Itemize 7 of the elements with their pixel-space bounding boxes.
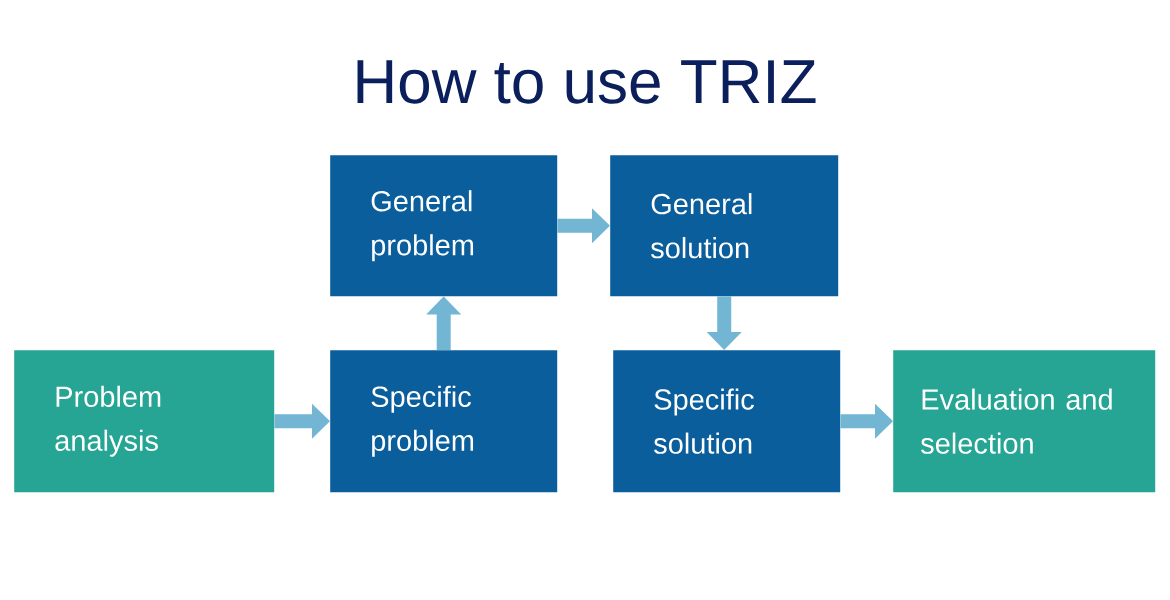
process-box: Problem analysis (14, 350, 275, 493)
title: How to use TRIZ (357, 60, 816, 104)
process-box: Specific problem (330, 350, 558, 493)
process-box: General problem (330, 155, 558, 297)
process-box: Evaluation and selection (893, 350, 1156, 493)
process-box: General solution (610, 155, 839, 297)
process-box: Specific solution (613, 350, 841, 493)
